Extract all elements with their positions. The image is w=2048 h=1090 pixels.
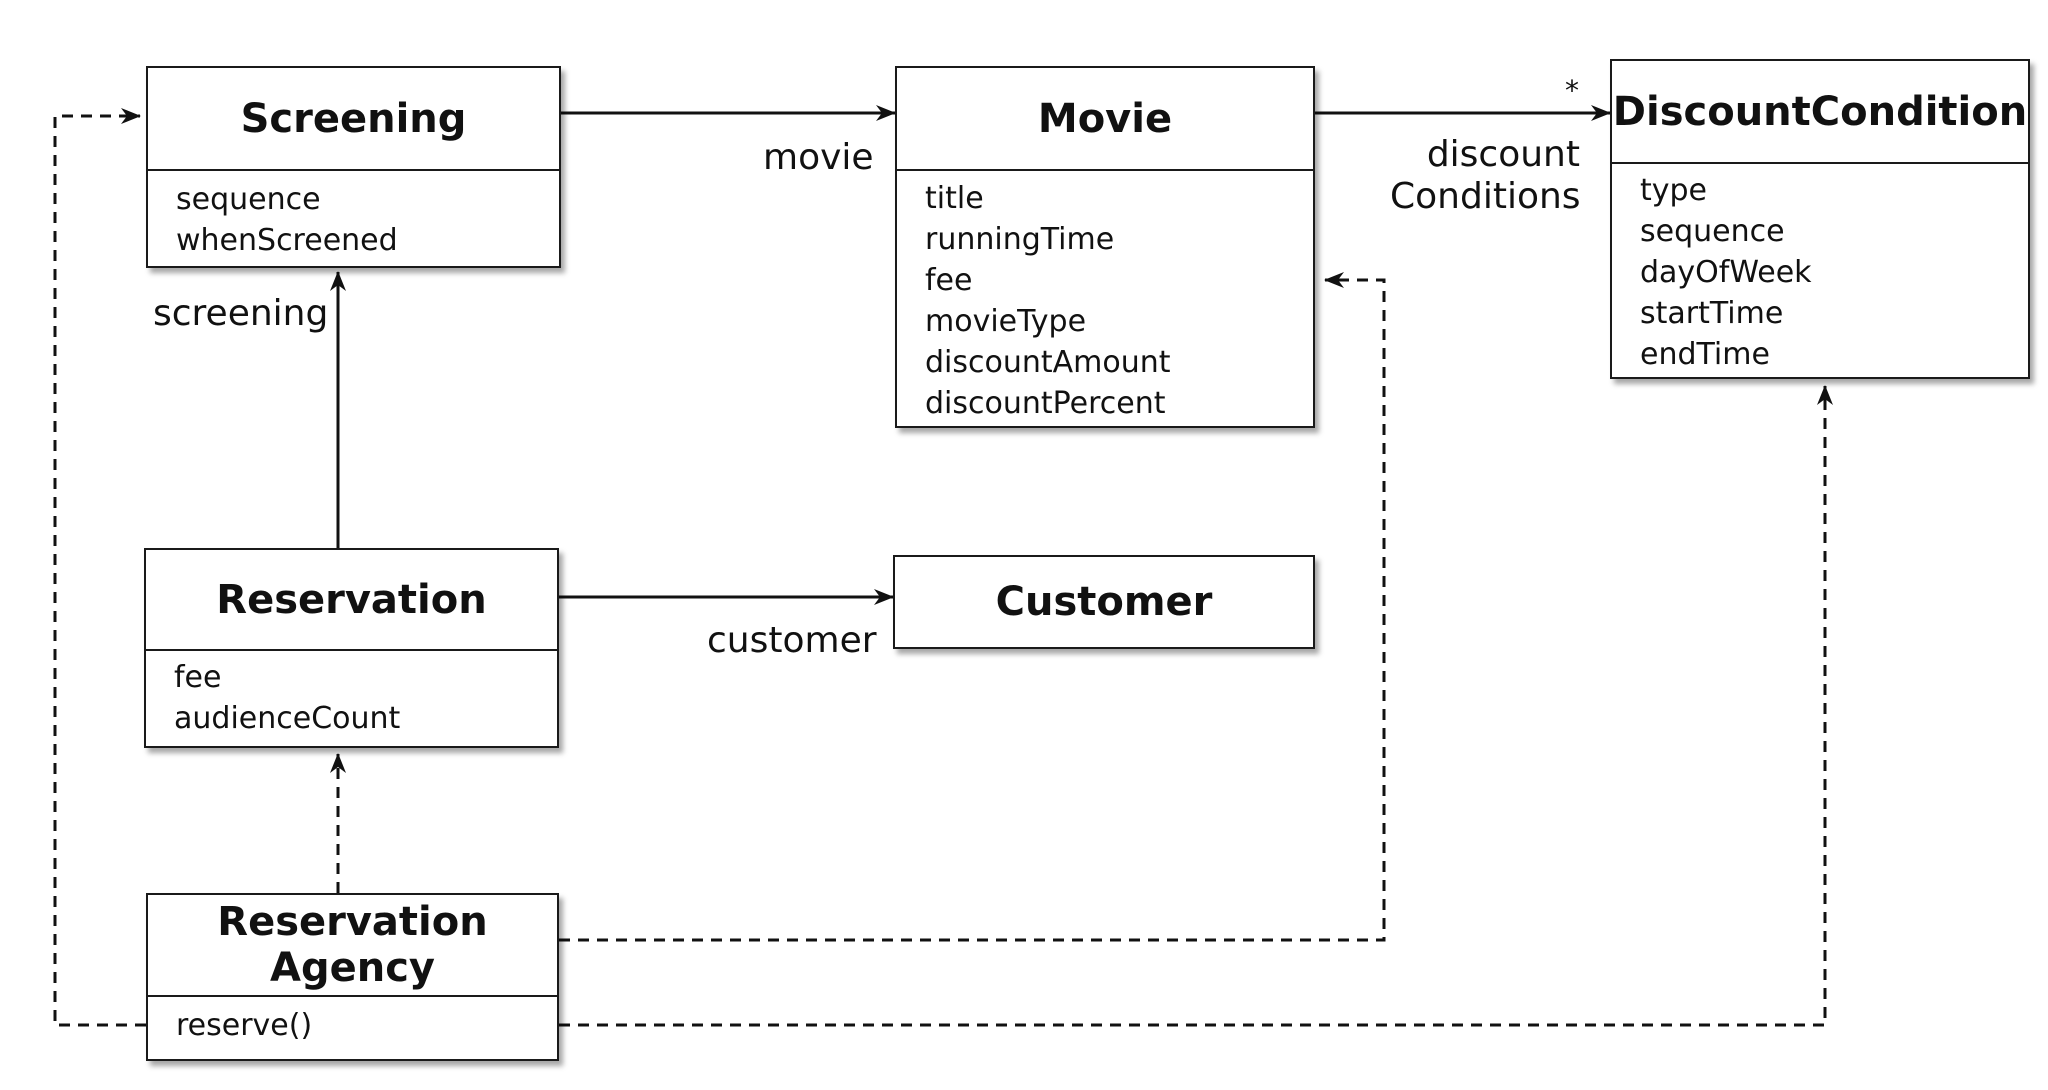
class-name-line-2: Agency	[270, 945, 435, 991]
role-label-line-1: discount	[1426, 134, 1580, 175]
attribute: startTime	[1640, 296, 1784, 331]
attribute-list: fee audienceCount	[146, 651, 557, 739]
role-label-screening: screening	[153, 293, 329, 334]
multiplicity-label: *	[1565, 74, 1579, 107]
attribute-list: type sequence dayOfWeek startTime endTim…	[1612, 164, 2028, 375]
class-reservation-agency[interactable]: Reservation Agency reserve()	[146, 893, 559, 1061]
attribute-list: reserve()	[148, 997, 557, 1046]
role-label-discount-conditions: discount Conditions	[1390, 134, 1581, 218]
attribute: audienceCount	[174, 701, 401, 736]
attribute-list: title runningTime fee movieType discount…	[897, 171, 1313, 424]
dependency-agency-screening	[53, 108, 146, 1027]
class-name: Movie	[897, 68, 1313, 171]
attribute: type	[1640, 173, 1708, 208]
attribute: movieType	[925, 304, 1087, 339]
class-name: Reservation Agency	[148, 895, 557, 997]
class-movie[interactable]: Movie title runningTime fee movieType di…	[895, 66, 1315, 428]
class-reservation[interactable]: Reservation fee audienceCount	[144, 548, 559, 748]
class-customer[interactable]: Customer	[893, 555, 1315, 649]
class-name: Customer	[995, 579, 1213, 625]
attribute: discountPercent	[925, 386, 1166, 421]
attribute: sequence	[1640, 214, 1785, 249]
class-name: Screening	[148, 68, 559, 171]
class-name: DiscountCondition	[1612, 61, 2028, 164]
class-name: Reservation	[146, 550, 557, 651]
class-discount-condition[interactable]: DiscountCondition type sequence dayOfWee…	[1610, 59, 2030, 379]
attribute: sequence	[176, 182, 321, 217]
attribute: dayOfWeek	[1640, 255, 1812, 290]
role-label-customer: customer	[707, 620, 877, 661]
role-label-movie: movie	[763, 137, 874, 178]
attribute: fee	[174, 660, 222, 695]
class-screening[interactable]: Screening sequence whenScreened	[146, 66, 561, 268]
attribute: endTime	[1640, 337, 1770, 372]
attribute: discountAmount	[925, 345, 1171, 380]
attribute-list: sequence whenScreened	[148, 171, 559, 261]
dependency-agency-discount-condition	[559, 385, 1833, 1027]
role-label-line-2: Conditions	[1390, 176, 1581, 217]
attribute: title	[925, 181, 984, 216]
attribute: fee	[925, 263, 973, 298]
attribute: runningTime	[925, 222, 1115, 257]
operation: reserve()	[176, 1008, 313, 1043]
attribute: whenScreened	[176, 223, 398, 258]
class-name-line-1: Reservation	[217, 899, 488, 945]
